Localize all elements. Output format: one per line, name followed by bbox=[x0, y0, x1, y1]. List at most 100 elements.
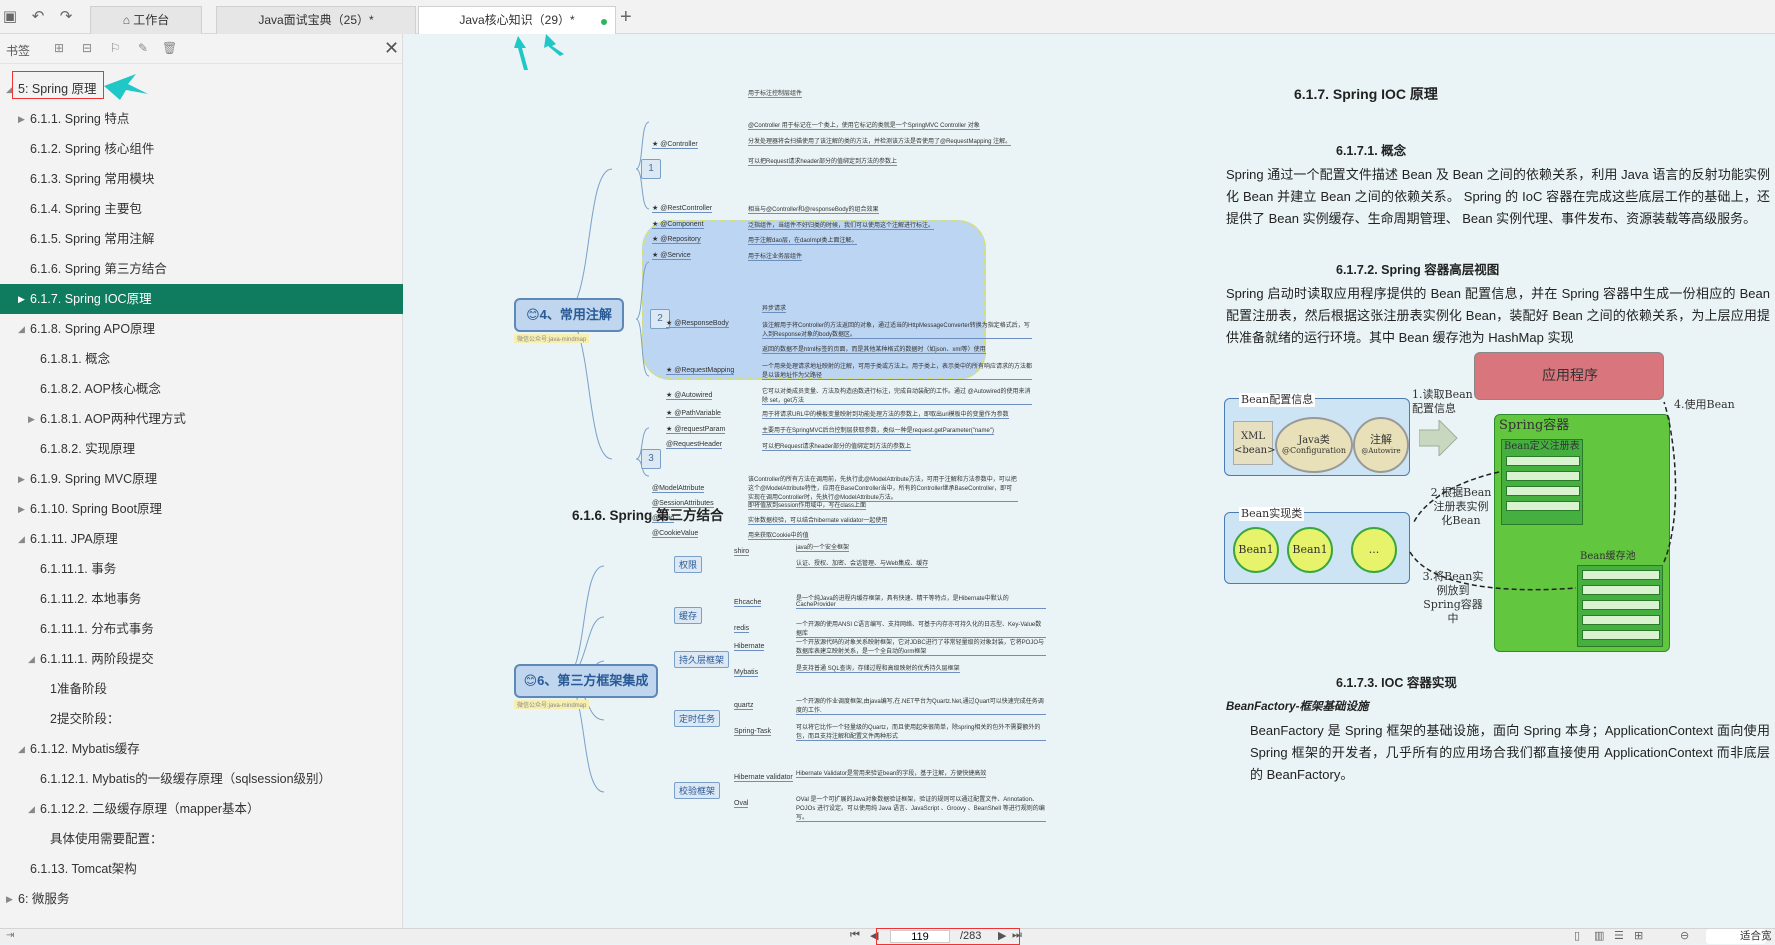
bookmark-item[interactable]: 6.1.8.1. 概念 bbox=[0, 344, 403, 374]
mindmap-node-desc: 相当与@Controller和@responseBody的组合效果 bbox=[748, 204, 879, 214]
section-title: 6.1.6. Spring 第三方结合 bbox=[572, 508, 724, 523]
mindmap-node-desc: 返回的数据不是html标签的页面，而是其他某种格式的数据时（如json、xml等… bbox=[762, 344, 986, 354]
bookmark-item[interactable]: ◢6.1.12.2. 二级缓存原理（mapper基本） bbox=[0, 794, 403, 824]
bookmark-label: 6.1.4. Spring 主要包 bbox=[30, 202, 142, 216]
bookmark-item[interactable]: 6.1.11.1. 事务 bbox=[0, 554, 403, 584]
mindmap-node: @Valid bbox=[652, 515, 675, 523]
bookmark-item[interactable]: 具体使用需要配置： bbox=[0, 824, 403, 854]
bookmark-item[interactable]: 2提交阶段： bbox=[0, 704, 403, 734]
new-tab-button[interactable]: + bbox=[620, 6, 632, 28]
bookmark-item[interactable]: ◢6.1.8. Spring APO原理 bbox=[0, 314, 403, 344]
expanded-arrow-icon[interactable]: ◢ bbox=[18, 744, 25, 754]
bookmark-item[interactable]: 6.1.5. Spring 常用注解 bbox=[0, 224, 403, 254]
bookmark-item[interactable]: 6.1.12.1. Mybatis的一级缓存原理（sqlsession级别） bbox=[0, 764, 403, 794]
page-input[interactable]: 119 bbox=[890, 930, 950, 943]
bookmark-item[interactable]: ▶6.1.7. Spring IOC原理 bbox=[0, 284, 403, 314]
mindmap-node-desc: 用于标注业务层组件 bbox=[748, 251, 803, 261]
bookmark-item[interactable]: 6.1.4. Spring 主要包 bbox=[0, 194, 403, 224]
close-icon[interactable]: ✕ bbox=[384, 38, 400, 58]
mindmap2-item: quartz bbox=[734, 702, 754, 710]
expanded-arrow-icon[interactable]: ◢ bbox=[18, 534, 25, 544]
collapsed-arrow-icon[interactable]: ▶ bbox=[6, 894, 13, 904]
collapsed-arrow-icon[interactable]: ▶ bbox=[18, 474, 25, 484]
mindmap-node-desc: 即将值放到session作用域中，写在class上面 bbox=[748, 500, 867, 510]
expanded-arrow-icon[interactable]: ◢ bbox=[18, 324, 25, 334]
bookmark-item[interactable]: 6.1.8.2. 实现原理 bbox=[0, 434, 403, 464]
arrow-right-icon bbox=[1419, 420, 1458, 456]
sidebar-toggle-icon[interactable]: ⇥ bbox=[6, 930, 15, 941]
tab-java-core[interactable]: Java核心知识（29）* bbox=[418, 6, 616, 34]
collapsed-arrow-icon[interactable]: ▶ bbox=[28, 414, 35, 424]
bookmark-item[interactable]: 6.1.13. Tomcat架构 bbox=[0, 854, 403, 884]
expand-all-icon[interactable]: ⊞ bbox=[53, 41, 65, 55]
bookmark-item[interactable]: ◢6.1.12. Mybatis缓存 bbox=[0, 734, 403, 764]
bookmark-item[interactable]: 6.1.11.1. 分布式事务 bbox=[0, 614, 403, 644]
mindmap-node: @CookieValue bbox=[652, 530, 699, 538]
bookmark-item[interactable]: 6.1.2. Spring 核心组件 bbox=[0, 134, 403, 164]
bookmark-item[interactable]: 6.1.6. Spring 第三方结合 bbox=[0, 254, 403, 284]
last-page-icon[interactable]: ⏭ bbox=[1012, 929, 1022, 941]
document-view[interactable]: 😊4、常用注解 微信公众号:java-mindmap 1 2 3 ★ @Cont… bbox=[404, 34, 1775, 928]
mindmap-node-desc: 用于将请求URL中的模板变量映射到功能处理方法的参数上，即取出uri模板中的变量… bbox=[762, 409, 1009, 419]
bookmark-item[interactable]: ◢5: Spring 原理 bbox=[0, 74, 403, 104]
mindmap2-item-desc: java的一个安全框架 bbox=[796, 542, 850, 552]
bookmark-item[interactable]: 6.1.3. Spring 常用模块 bbox=[0, 164, 403, 194]
next-page-icon[interactable]: ▶ bbox=[998, 930, 1007, 942]
cache-label: Bean缓存池 bbox=[1580, 551, 1636, 562]
mindmap2-item: Ehcache bbox=[734, 599, 762, 607]
first-page-icon[interactable]: ⏮ bbox=[850, 929, 860, 941]
delete-bookmark-icon[interactable]: 🗑 bbox=[162, 41, 178, 55]
zoom-select[interactable]: 适合宽 bbox=[1706, 929, 1772, 944]
registry-box: Bean定义注册表 bbox=[1501, 439, 1583, 525]
mindmap-node-desc: 用于注解dao层，在daoImpl类上面注解。 bbox=[748, 235, 858, 245]
expanded-arrow-icon[interactable]: ◢ bbox=[6, 84, 13, 94]
undo-icon[interactable]: ↶ bbox=[31, 8, 45, 25]
two-page-view-icon[interactable]: ▥ bbox=[1594, 930, 1605, 942]
bookmark-item[interactable]: ▶6: 微服务 bbox=[0, 884, 403, 914]
bookmark-item[interactable]: 6.1.8.2. AOP核心概念 bbox=[0, 374, 403, 404]
mindmap2-item-desc: 可以将它比作一个轻量级的Quartz，而且使用起来很简单，除spring相关的包… bbox=[796, 722, 1046, 741]
single-page-view-icon[interactable]: ▯ bbox=[1574, 930, 1581, 942]
annotation-circle: 注解 @Autowire bbox=[1353, 417, 1409, 473]
bean1-ball: Bean1 bbox=[1233, 527, 1279, 573]
page-title: 6.1.7. Spring IOC 原理 bbox=[1294, 86, 1438, 102]
scroll-view-icon[interactable]: ☰ bbox=[1614, 930, 1624, 942]
mindmap2-category: 校验框架 bbox=[674, 782, 721, 799]
collapsed-arrow-icon[interactable]: ▶ bbox=[18, 114, 25, 124]
page-total: /283 bbox=[960, 930, 982, 942]
bookmark-item[interactable]: ▶6.1.10. Spring Boot原理 bbox=[0, 494, 403, 524]
mindmap-node-desc: 可以把Request请求header部分的值绑定到方法的参数上 bbox=[762, 441, 912, 451]
expanded-arrow-icon[interactable]: ◢ bbox=[28, 654, 35, 664]
bookmark-item[interactable]: 1准备阶段 bbox=[0, 674, 403, 704]
tab-home[interactable]: ⌂ 工作台 bbox=[90, 6, 202, 34]
bookmark-label: 6.1.8.1. AOP两种代理方式 bbox=[40, 412, 186, 426]
tab-java-interview[interactable]: Java面试宝典（25）* bbox=[216, 6, 416, 34]
bookmark-item[interactable]: ◢6.1.11. JPA原理 bbox=[0, 524, 403, 554]
grid-view-icon[interactable]: ⊞ bbox=[1634, 930, 1644, 942]
bookmark-item[interactable]: ▶6.1.9. Spring MVC原理 bbox=[0, 464, 403, 494]
save-icon[interactable]: ▣ bbox=[2, 8, 18, 25]
prev-page-icon[interactable]: ◀ bbox=[870, 930, 879, 942]
mindmap2-category: 持久层框架 bbox=[674, 651, 730, 668]
subsection-3: 6.1.7.3. IOC 容器实现 bbox=[1336, 676, 1457, 690]
impl-label: Bean实现类 bbox=[1239, 507, 1305, 521]
bookmark-item[interactable]: 6.1.11.2. 本地事务 bbox=[0, 584, 403, 614]
redo-icon[interactable]: ↷ bbox=[59, 8, 73, 25]
mindmap2-item-desc: 一个开源的作业调度框架,由java编写,在.NET平台为Quartz.Net,通… bbox=[796, 696, 1046, 715]
mindmap-node: ★ @PathVariable bbox=[666, 410, 721, 418]
edit-bookmark-icon[interactable]: ✎ bbox=[137, 41, 149, 55]
collapsed-arrow-icon[interactable]: ▶ bbox=[18, 294, 25, 304]
mindmap-center: 😊4、常用注解 bbox=[514, 298, 624, 332]
bookmark-item[interactable]: ▶6.1.1. Spring 特点 bbox=[0, 104, 403, 134]
config-box: Bean配置信息 XML <bean> Java类 @Configuration… bbox=[1224, 393, 1410, 476]
expanded-arrow-icon[interactable]: ◢ bbox=[28, 804, 35, 814]
mindmap2-category: 权限 bbox=[674, 556, 703, 573]
zoom-out-icon[interactable]: ⊖ bbox=[1680, 930, 1690, 942]
collapse-all-icon[interactable]: ⊟ bbox=[81, 41, 93, 55]
collapsed-arrow-icon[interactable]: ▶ bbox=[18, 504, 25, 514]
bookmark-item[interactable]: ◢6.1.11.1. 两阶段提交 bbox=[0, 644, 403, 674]
add-bookmark-icon[interactable]: ⚐ bbox=[109, 41, 121, 55]
bookmark-item[interactable]: ▶ 6.1.8.1. AOP两种代理方式 bbox=[0, 404, 403, 434]
mindmap-node: ★ @requestParam bbox=[666, 426, 726, 434]
